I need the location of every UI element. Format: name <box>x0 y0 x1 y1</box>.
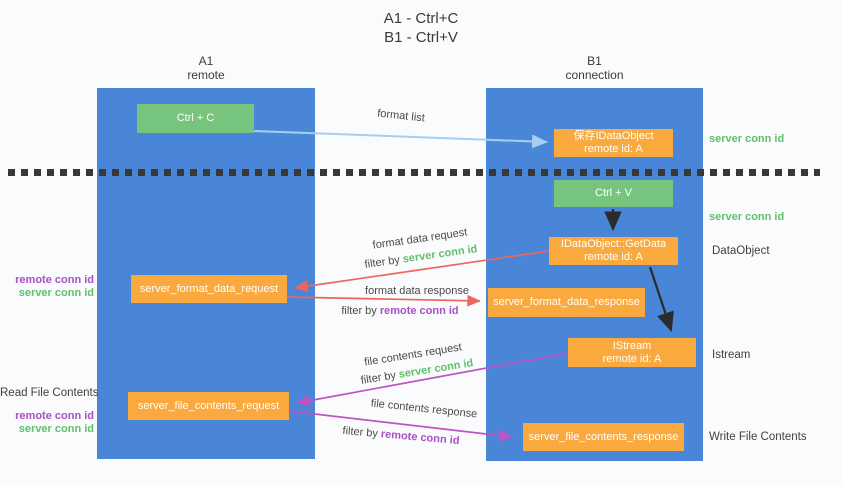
filter-by-text: filter by <box>359 369 397 387</box>
flow-label-format-list: format list <box>376 107 426 125</box>
title-line-a1: A1 - Ctrl+C <box>383 10 459 27</box>
lifeline-header-a1: A1 remote <box>97 54 315 82</box>
node-server-format-data-response-label: server_format_data_response <box>493 296 640 308</box>
node-server-file-contents-response-label: server_file_contents_response <box>528 430 679 443</box>
node-ctrl-c: Ctrl + C <box>137 104 254 133</box>
node-server-file-contents-response: server_file_contents_response <box>523 423 684 451</box>
lifeline-header-b1: B1 connection <box>486 54 703 82</box>
annotation-write-file-contents: Write File Contents <box>709 431 807 443</box>
node-save-idataobject-line1: 保存IDataObject <box>573 130 654 142</box>
node-istream-line2: remote id: A <box>602 352 662 365</box>
lifeline-b1-id: B1 <box>587 54 602 68</box>
node-ctrl-v: Ctrl + V <box>554 180 673 207</box>
annotation-server-conn-id-format: server conn id <box>18 287 94 299</box>
annotation-remote-conn-id-file: remote conn id <box>15 410 94 422</box>
filter-key-remote-conn-id: remote conn id <box>380 428 460 448</box>
annotation-dataobject: DataObject <box>712 245 770 257</box>
title-line-b1: B1 - Ctrl+V <box>384 29 458 46</box>
lifeline-a1-id: A1 <box>198 54 214 68</box>
node-server-format-data-response: server_format_data_response <box>488 288 645 317</box>
annotation-remote-conn-id-format: remote conn id <box>15 274 94 286</box>
node-ctrl-v-label: Ctrl + V <box>595 187 632 199</box>
node-istream-line1: IStream <box>612 339 652 352</box>
filter-key-remote-conn-id: remote conn id <box>379 305 459 317</box>
filter-by-text: filter by <box>363 254 401 271</box>
arrow-format-data-response <box>286 294 481 307</box>
node-ctrl-c-label: Ctrl + C <box>176 112 215 124</box>
node-istream: IStream remote id: A <box>568 338 696 367</box>
filter-key-server-conn-id: server conn id <box>401 243 479 266</box>
node-server-format-data-request-label: server_format_data_request <box>139 282 279 295</box>
flow-label-format-data-response: format data response <box>365 285 469 297</box>
node-server-format-data-request: server_format_data_request <box>131 275 287 303</box>
node-idataobject-getdata-line2: remote id: A <box>584 251 643 263</box>
node-save-idataobject: 保存IDataObject remote id: A <box>554 129 673 157</box>
node-idataobject-getdata-line1: IDataObject::GetData <box>560 238 667 250</box>
filter-by-text: filter by <box>342 424 379 440</box>
annotation-istream: Istream <box>712 349 751 361</box>
session-divider-dotted-line <box>8 169 820 176</box>
annotation-read-file-contents: Read File Contents <box>0 387 99 399</box>
lifeline-a1-role: remote <box>187 68 225 82</box>
node-server-file-contents-request: server_file_contents_request <box>128 392 289 420</box>
lifeline-b1-role: connection <box>565 68 624 82</box>
annotation-server-conn-id-mid: server conn id <box>709 211 785 223</box>
annotation-server-conn-id-file: server conn id <box>18 423 94 435</box>
flow-label-file-contents-response: file contents response <box>370 397 478 421</box>
filter-by-text: filter by <box>341 305 377 317</box>
node-idataobject-getdata: IDataObject::GetData remote id: A <box>549 237 678 265</box>
node-save-idataobject-line2: remote id: A <box>584 143 643 155</box>
node-server-file-contents-request-label: server_file_contents_request <box>137 399 280 412</box>
annotation-server-conn-id-top: server conn id <box>709 133 785 145</box>
diagram-title: A1 - Ctrl+C B1 - Ctrl+V <box>0 9 842 47</box>
